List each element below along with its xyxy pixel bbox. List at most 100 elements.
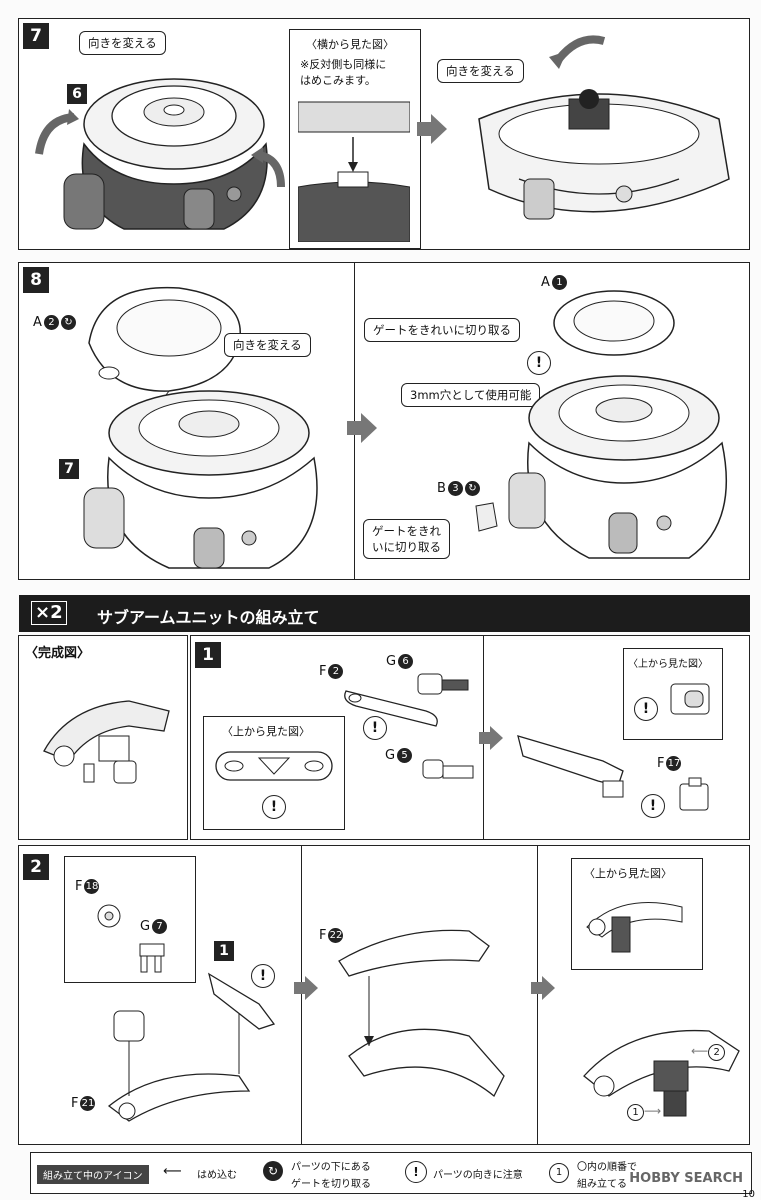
ring-part-drawing (553, 290, 675, 356)
watermark: HOBBY SEARCH (629, 1171, 743, 1186)
insert-arrow-icon: ⟵ (163, 1164, 182, 1179)
part-number-badge: 18 (84, 879, 100, 894)
next-arrow-icon (347, 413, 377, 443)
part-letter: A (33, 315, 42, 330)
part-ref-7: 7 (59, 459, 79, 479)
part-number-badge: 3 (447, 481, 463, 496)
part-number-badge: 2 (328, 664, 344, 679)
part-letter: G (386, 654, 397, 669)
legend-gate-line: ゲートを切り取る (291, 1179, 371, 1190)
part-ref-1: 1 (214, 941, 234, 961)
legend-gate-line: パーツの下にある (291, 1162, 371, 1173)
joint-part-drawing (422, 759, 474, 779)
part-letter: F (657, 756, 665, 771)
top-view-arm-drawing (586, 902, 683, 953)
icon-legend: 組み立て中のアイコン ⟵ はめ込む ↻ パーツの下にある ゲートを切り取る ! … (30, 1152, 752, 1194)
rotate-arrow-icon (35, 109, 79, 155)
order-number: 1 (627, 1104, 644, 1121)
sub-arm-complete-drawing (43, 700, 170, 784)
pod-body-drawing (63, 78, 268, 230)
top-view-box: 〈上から見た図〉 ! (203, 716, 345, 830)
top-view-title: 〈上から見た図〉 (584, 867, 672, 880)
step-number: 2 (23, 854, 49, 880)
hole-callout: 3mm穴として使用可能 (401, 383, 541, 407)
pod-flipped-drawing (478, 89, 730, 220)
order-number-icon: 1 (549, 1163, 569, 1183)
part-letter: B (437, 481, 446, 496)
section-title: サブアームユニットの組み立て (97, 608, 320, 627)
step-number: 1 (195, 642, 221, 668)
complete-title: 〈完成図〉 (25, 646, 91, 661)
part-letter: F (319, 664, 327, 679)
legend-order-line: 〇内の順番で (577, 1162, 637, 1173)
complete-view-panel: 〈完成図〉 (18, 635, 188, 840)
cube-part-drawing (679, 777, 709, 811)
part-letter: G (385, 748, 396, 763)
arm-link-drawing (344, 690, 438, 727)
part-letter: F (75, 879, 83, 894)
joint-part-drawing (417, 673, 469, 695)
orientation-warning-icon: ! (251, 964, 275, 988)
claw-part-drawing (139, 943, 165, 973)
side-view-note: はめこみます。 (300, 74, 376, 87)
part-letter: A (541, 275, 550, 290)
gate-note-line: いに切り取る (372, 540, 441, 554)
orientation-warning-icon: ! (405, 1161, 427, 1183)
peg-part-drawing (475, 502, 498, 532)
arm-link-drawing (207, 972, 276, 1030)
part-number-badge: 1 (551, 275, 567, 290)
gate-cut-icon: ↻ (464, 481, 480, 496)
side-view-box: 〈横から見た図〉 ※反対側も同様に はめこみます。 (289, 29, 421, 249)
part-letter: F (71, 1096, 79, 1111)
rotate-arrow-icon (251, 147, 285, 188)
upper-arm-drawing (338, 929, 505, 1098)
order-arrow-2: ⟵2 (691, 1044, 726, 1061)
panel-divider (301, 846, 303, 1144)
part-number-badge: 17 (666, 756, 682, 771)
gate-note-line: ゲートをきれ (372, 524, 441, 538)
legend-orientation: パーツの向きに注意 (433, 1170, 523, 1181)
pod-assembled-drawing (83, 390, 318, 569)
panel-divider (537, 846, 539, 1144)
orientation-warning-icon: ! (363, 716, 387, 740)
gate-cut-icon: ↻ (60, 315, 76, 330)
final-arm-drawing (583, 1029, 740, 1117)
base-arm-drawing (107, 996, 251, 1122)
section-count: ×2 (31, 601, 67, 625)
gate-callout: ゲートをきれ いに切り取る (363, 519, 450, 559)
socket-part-drawing (97, 904, 121, 928)
turn-callout: 向きを変える (79, 31, 166, 55)
part-number-badge: 7 (152, 919, 168, 934)
next-arrow-icon (294, 976, 318, 1000)
arm-assembled-drawing (517, 735, 624, 798)
part-6-label: 6 (67, 84, 87, 104)
step-number: 7 (23, 23, 49, 49)
ring-cover-drawing (88, 286, 241, 419)
part-number-badge: 6 (398, 654, 414, 669)
part-number-badge: 22 (328, 928, 344, 943)
orientation-warning-icon: ! (634, 697, 658, 721)
gate-callout: ゲートをきれいに切り取る (364, 318, 520, 342)
order-number: 2 (708, 1044, 726, 1061)
next-arrow-icon (531, 976, 555, 1000)
orientation-warning-icon: ! (641, 794, 665, 818)
legend-insert: はめ込む (197, 1170, 237, 1181)
rotate-arrow-icon (549, 35, 606, 69)
part-number-badge: 5 (397, 748, 413, 763)
orientation-warning-icon: ! (262, 795, 286, 819)
top-view-box: 〈上から見た図〉 (571, 858, 703, 970)
part-letter: G (140, 919, 151, 934)
